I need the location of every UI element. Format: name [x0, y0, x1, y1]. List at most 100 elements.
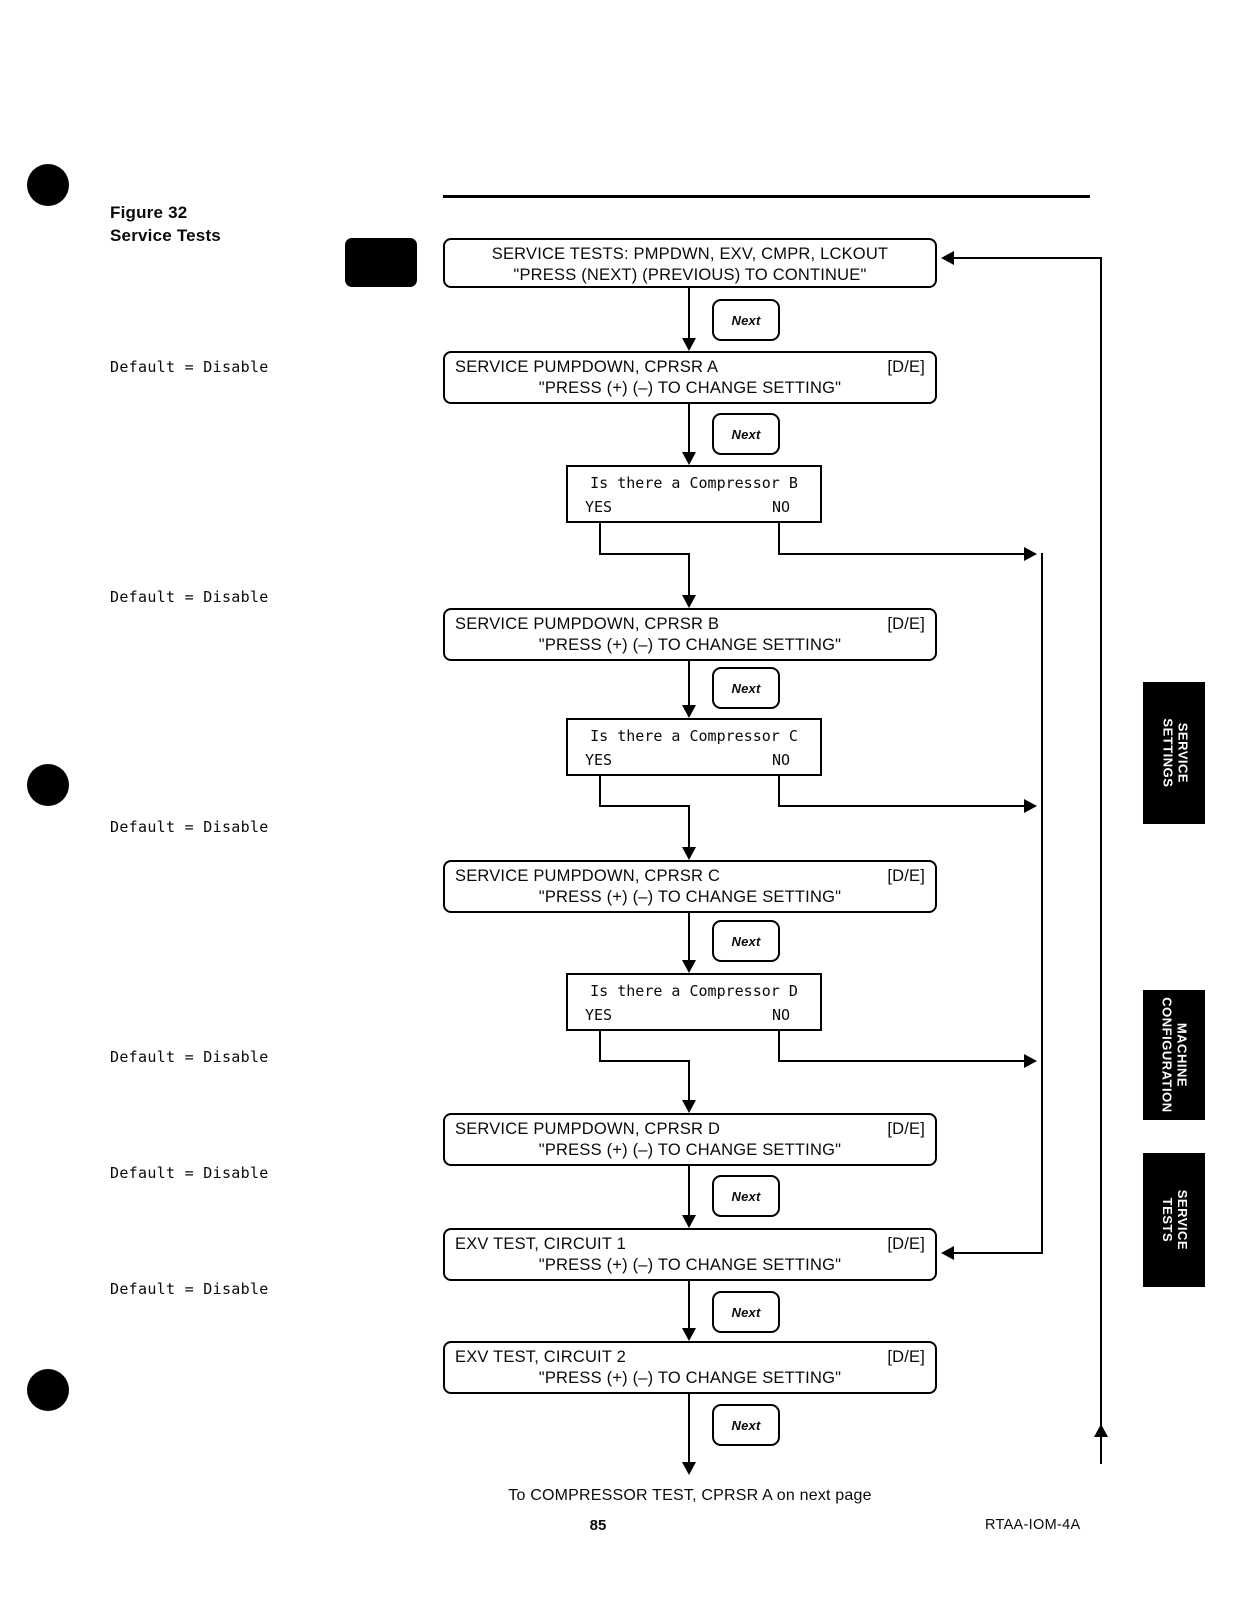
- arrow-head-down: [682, 1100, 696, 1113]
- box-instruction: "PRESS (+) (–) TO CHANGE SETTING": [538, 636, 842, 654]
- flow-box-exv-test-1: EXV TEST, CIRCUIT 1 [D/E] "PRESS (+) (–)…: [443, 1228, 937, 1281]
- yes-label: YES: [585, 1006, 613, 1024]
- box-title: SERVICE PUMPDOWN, CPRSR C: [455, 867, 721, 885]
- box-de-tag: [D/E]: [887, 1348, 925, 1366]
- arrow-head-right: [1024, 1054, 1037, 1068]
- box-instruction: "PRESS (+) (–) TO CHANGE SETTING": [538, 888, 842, 906]
- arrow-head-down: [682, 847, 696, 860]
- next-button-label: Next: [731, 933, 761, 949]
- arrow-head-right: [1024, 547, 1037, 561]
- flow-box-service-tests: SERVICE TESTS: PMPDWN, EXV, CMPR, LCKOUT…: [443, 238, 937, 288]
- no-label: NO: [771, 1006, 790, 1024]
- no-collector-line: [954, 1252, 1043, 1254]
- yes-path-line: [599, 1031, 601, 1062]
- arrow-head-down: [682, 452, 696, 465]
- flow-line: [688, 913, 690, 960]
- arrow-head-down: [682, 1462, 696, 1475]
- box-title: SERVICE TESTS: PMPDWN, EXV, CMPR, LCKOUT: [491, 245, 889, 263]
- flow-box-pumpdown-c: SERVICE PUMPDOWN, CPRSR C [D/E] "PRESS (…: [443, 860, 937, 913]
- no-label: NO: [771, 751, 790, 769]
- figure-label: Figure 32: [110, 203, 188, 222]
- no-path-line: [778, 553, 1024, 555]
- no-path-line: [778, 805, 1024, 807]
- box-de-tag: [D/E]: [887, 1120, 925, 1138]
- flow-line: [688, 288, 690, 338]
- box-title: EXV TEST, CIRCUIT 1: [455, 1235, 626, 1253]
- decision-box-compressor-c: Is there a Compressor C YES NO: [566, 718, 822, 776]
- box-de-tag: [D/E]: [887, 358, 925, 376]
- box-de-tag: [D/E]: [887, 867, 925, 885]
- yes-path-line: [688, 553, 690, 595]
- no-path-line: [778, 776, 780, 807]
- next-button-label: Next: [731, 1188, 761, 1204]
- next-button-label: Next: [731, 312, 761, 328]
- box-title: SERVICE PUMPDOWN, CPRSR B: [455, 615, 720, 633]
- arrow-head-down: [682, 338, 696, 351]
- return-line: [954, 257, 1102, 259]
- default-note: Default = Disable: [110, 818, 269, 836]
- yes-path-line: [599, 1060, 690, 1062]
- flow-box-pumpdown-a: SERVICE PUMPDOWN, CPRSR A [D/E] "PRESS (…: [443, 351, 937, 404]
- box-title: SERVICE PUMPDOWN, CPRSR A: [455, 358, 719, 376]
- arrow-head-down: [682, 1215, 696, 1228]
- figure-title: Service Tests: [110, 225, 221, 245]
- arrow-head-down: [682, 705, 696, 718]
- yes-path-line: [599, 523, 601, 555]
- continuation-note: To COMPRESSOR TEST, CPRSR A on next page: [508, 1487, 872, 1504]
- next-button: Next: [712, 667, 780, 709]
- decision-question: Is there a Compressor C: [590, 727, 798, 745]
- start-marker-block: [345, 238, 417, 287]
- flow-box-pumpdown-b: SERVICE PUMPDOWN, CPRSR B [D/E] "PRESS (…: [443, 608, 937, 661]
- yes-label: YES: [585, 751, 613, 769]
- next-button: Next: [712, 299, 780, 341]
- return-line: [1100, 257, 1102, 1464]
- punch-hole-dot: [27, 1369, 69, 1411]
- next-button: Next: [712, 920, 780, 962]
- decision-question: Is there a Compressor B: [590, 474, 798, 492]
- box-title: EXV TEST, CIRCUIT 2: [455, 1348, 626, 1366]
- flow-line: [688, 1394, 690, 1462]
- next-button-label: Next: [731, 680, 761, 696]
- arrow-head-down: [682, 960, 696, 973]
- punch-hole-dot: [27, 764, 69, 806]
- flow-box-pumpdown-d: SERVICE PUMPDOWN, CPRSR D [D/E] "PRESS (…: [443, 1113, 937, 1166]
- yes-label: YES: [585, 498, 613, 516]
- arrow-head-up: [1094, 1424, 1108, 1437]
- no-collector-line: [1041, 553, 1043, 1253]
- figure-heading: Figure 32 Service Tests: [110, 202, 221, 248]
- decision-question: Is there a Compressor D: [590, 982, 798, 1000]
- arrow-head-left: [941, 251, 954, 265]
- yes-path-line: [688, 805, 690, 847]
- page-number: 85: [589, 1517, 607, 1534]
- box-instruction: "PRESS (+) (–) TO CHANGE SETTING": [538, 1256, 842, 1274]
- decision-box-compressor-b: Is there a Compressor B YES NO: [566, 465, 822, 523]
- default-note: Default = Disable: [110, 1280, 269, 1298]
- box-title: SERVICE PUMPDOWN, CPRSR D: [455, 1120, 721, 1138]
- yes-path-line: [599, 553, 690, 555]
- box-instruction: "PRESS (+) (–) TO CHANGE SETTING": [538, 1369, 842, 1387]
- default-note: Default = Disable: [110, 358, 269, 376]
- flow-box-exv-test-2: EXV TEST, CIRCUIT 2 [D/E] "PRESS (+) (–)…: [443, 1341, 937, 1394]
- next-button: Next: [712, 1404, 780, 1446]
- default-note: Default = Disable: [110, 588, 269, 606]
- next-button-label: Next: [731, 426, 761, 442]
- default-note: Default = Disable: [110, 1048, 269, 1066]
- default-note: Default = Disable: [110, 1164, 269, 1182]
- punch-hole-dot: [27, 164, 69, 206]
- flow-line: [688, 661, 690, 705]
- no-path-line: [778, 1060, 1024, 1062]
- box-de-tag: [D/E]: [887, 1235, 925, 1253]
- top-rule: [443, 195, 1090, 198]
- no-label: NO: [771, 498, 790, 516]
- next-button: Next: [712, 1291, 780, 1333]
- box-instruction: "PRESS (+) (–) TO CHANGE SETTING": [538, 1141, 842, 1159]
- yes-path-line: [599, 805, 690, 807]
- arrow-head-left: [941, 1246, 954, 1260]
- arrow-head-down: [682, 1328, 696, 1341]
